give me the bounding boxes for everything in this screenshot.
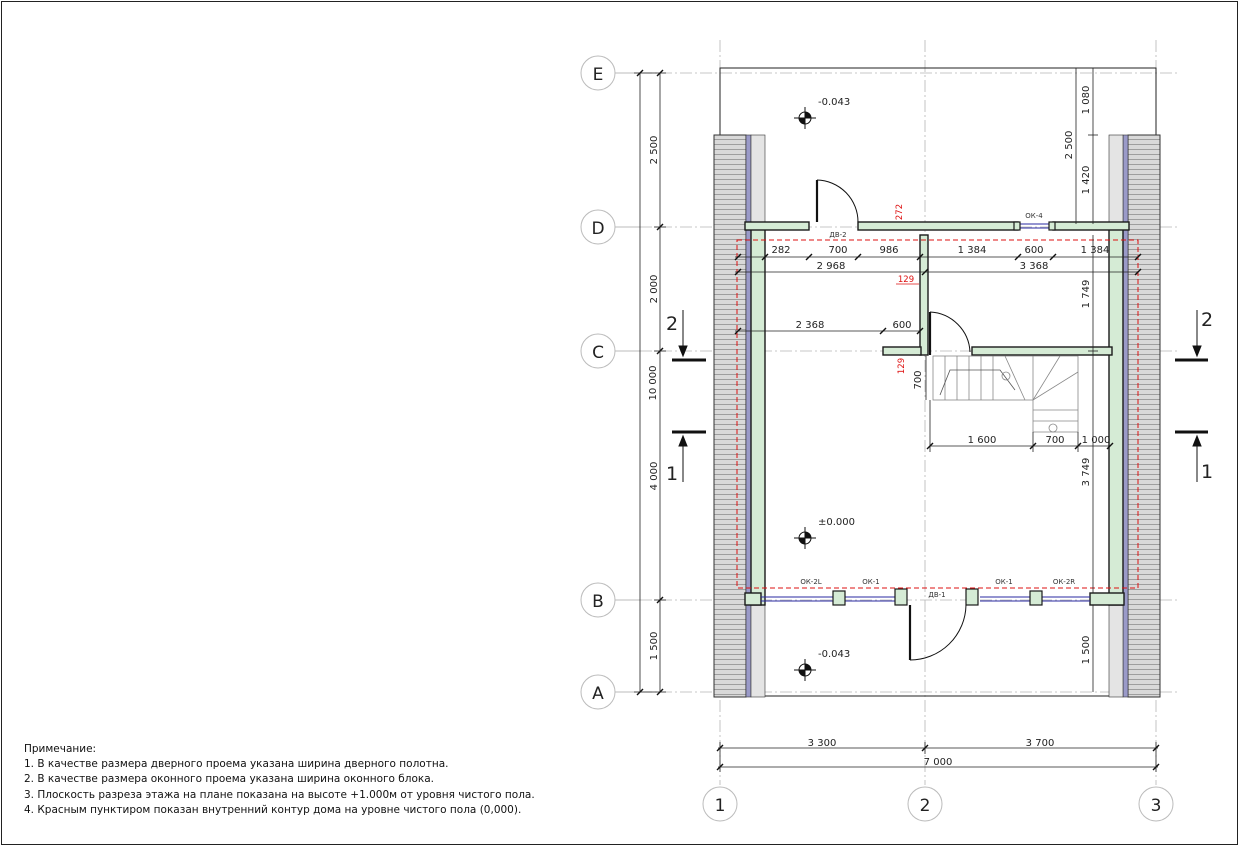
- terrace-outlines: [719, 67, 1157, 697]
- level-top: -0.043: [818, 97, 850, 108]
- grid-label-d: D: [591, 219, 604, 239]
- dim-600-mid: 600: [892, 320, 911, 331]
- dim-3300: 3 300: [808, 738, 837, 749]
- dim-red-272: 272: [895, 204, 905, 220]
- dim-left-d-c: 2 000: [649, 275, 660, 304]
- level-middle: ±0.000: [818, 517, 855, 528]
- window-label-ok2r: ОК-2R: [1053, 578, 1075, 586]
- dim-left-b-a: 1 500: [649, 632, 660, 661]
- dim-700-bottom-stair: 700: [1045, 435, 1064, 446]
- notes-block: Примечание: 1. В качестве размера дверно…: [24, 742, 535, 818]
- dim-2368: 2 368: [796, 320, 825, 331]
- grid-label-2: 2: [920, 796, 931, 816]
- section-label-left-top: 2: [666, 313, 678, 335]
- dim-right-1500: 1 500: [1081, 636, 1092, 665]
- staircase: [932, 355, 1079, 433]
- dim-red-129-a: 129: [898, 275, 914, 285]
- dim-282: 282: [771, 245, 790, 256]
- dim-700-stair: 700: [913, 370, 924, 389]
- dim-7000: 7 000: [924, 757, 953, 768]
- dim-1384-b: 1 384: [1081, 245, 1110, 256]
- door-label-dv1: ДВ-1: [928, 591, 945, 599]
- section-label-right-top: 2: [1201, 309, 1213, 331]
- inner-contour: [736, 239, 1139, 589]
- dim-right-1080: 1 080: [1081, 86, 1092, 115]
- dim-left-c-b: 4 000: [649, 462, 660, 491]
- notes-title: Примечание:: [24, 743, 97, 755]
- note-item: 1. В качестве размера дверного проема ук…: [24, 758, 449, 771]
- dim-1384-a: 1 384: [958, 245, 987, 256]
- dim-1000: 1 000: [1082, 435, 1111, 446]
- dim-1600: 1 600: [968, 435, 997, 446]
- window-label-ok1b: ОК-1: [995, 578, 1012, 586]
- grid-label-1: 1: [715, 796, 726, 816]
- dim-left-e-d: 2 500: [649, 136, 660, 165]
- dim-right-1749: 1 749: [1081, 280, 1092, 309]
- grid-lines: [620, 40, 1180, 785]
- dim-986: 986: [879, 245, 898, 256]
- window-posts: [832, 221, 1056, 606]
- door-label-dv2: ДВ-2: [829, 231, 846, 239]
- dim-2968: 2 968: [817, 261, 846, 272]
- grid-label-e: E: [593, 65, 604, 85]
- grid-label-a: A: [592, 684, 604, 704]
- level-markers: [794, 107, 816, 681]
- doors: [815, 179, 971, 661]
- window-label-ok2l: ОК-2L: [800, 578, 821, 586]
- dim-3700: 3 700: [1026, 738, 1055, 749]
- note-item: 2. В качестве размера оконного проема ук…: [24, 773, 434, 786]
- dimension-lines: [634, 68, 1158, 772]
- dim-red-129-b: 129: [897, 358, 907, 374]
- dim-700-top: 700: [828, 245, 847, 256]
- dim-600-top: 600: [1024, 245, 1043, 256]
- dim-right-1420: 1 420: [1081, 166, 1092, 195]
- section-markers: [672, 310, 1208, 482]
- window-label-ok1a: ОК-1: [862, 578, 879, 586]
- frame-walls: [744, 221, 1130, 606]
- grid-label-3: 3: [1151, 796, 1162, 816]
- dim-right-2500: 2 500: [1064, 131, 1075, 160]
- grid-bubbles-rows: E D C B A: [580, 55, 640, 710]
- window-label-ok4: ОК-4: [1025, 212, 1043, 220]
- grid-label-c: C: [592, 343, 604, 363]
- dim-left-total: 10 000: [648, 366, 659, 401]
- dimension-ticks: [636, 69, 1160, 771]
- dim-3368: 3 368: [1020, 261, 1049, 272]
- section-label-right-bottom: 1: [1201, 461, 1213, 483]
- level-bottom: -0.043: [818, 649, 850, 660]
- grid-label-b: B: [592, 592, 604, 612]
- grid-bubbles-columns: 1 2 3: [702, 786, 1174, 822]
- note-item: 4. Красным пунктиром показан внутренний …: [24, 803, 522, 816]
- dim-right-3749: 3 749: [1081, 458, 1092, 487]
- note-item: 3. Плоскость разреза этажа на плане пока…: [24, 788, 535, 801]
- section-label-left-bottom: 1: [666, 463, 678, 485]
